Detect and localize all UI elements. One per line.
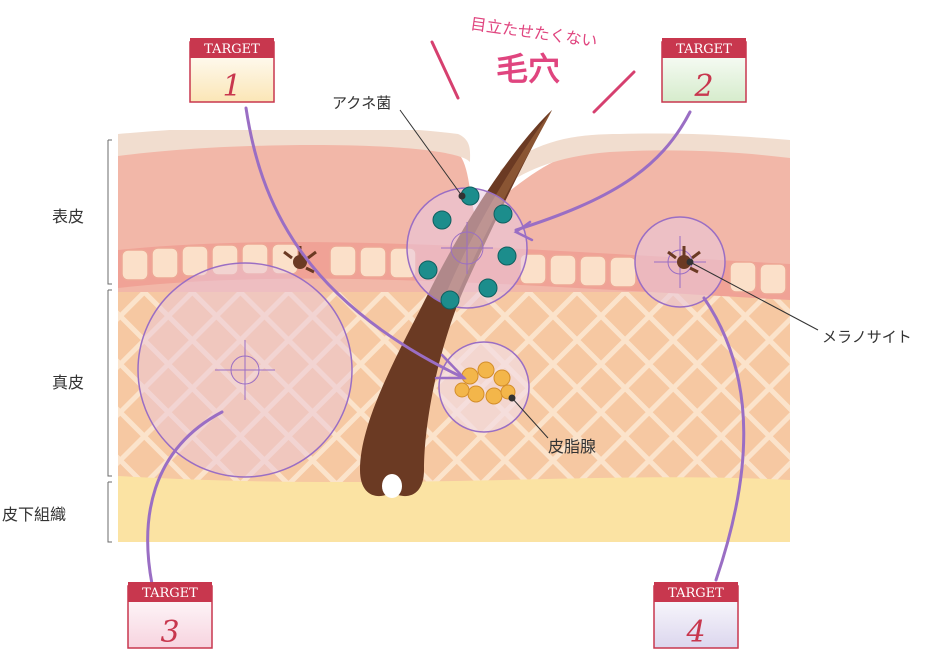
hair-bulb-papilla xyxy=(382,474,402,498)
target-badge-3: TARGET 3 xyxy=(128,582,212,650)
magnifier-target-4 xyxy=(635,217,725,307)
target-1-number: 1 xyxy=(222,69,241,104)
target-3-tag: TARGET xyxy=(142,586,198,601)
headline-main: 毛穴 xyxy=(496,50,560,88)
label-melanocyte: メラノサイト xyxy=(822,328,912,346)
label-sebaceous-gland: 皮脂腺 xyxy=(548,437,596,456)
target-2-number: 2 xyxy=(693,69,713,104)
layer-label-epidermis: 表皮 xyxy=(52,207,84,226)
layer-label-dermis: 真皮 xyxy=(52,373,84,392)
target-badge-2: TARGET 2 xyxy=(662,38,746,104)
target-badge-1: TARGET 1 xyxy=(190,38,274,104)
label-acne-bacteria: アクネ菌 xyxy=(332,94,391,112)
layer-brackets xyxy=(108,140,112,542)
target-3-number: 3 xyxy=(160,615,179,650)
target-2-tag: TARGET xyxy=(676,42,732,57)
target-4-number: 4 xyxy=(685,615,705,650)
target-4-tag: TARGET xyxy=(668,586,724,601)
magnifier-target-3 xyxy=(138,263,352,477)
headline-sub: 目立たせたくない xyxy=(469,14,598,51)
magnifier-target-1 xyxy=(439,342,529,432)
layer-label-subcutaneous: 皮下組織 xyxy=(2,505,66,524)
target-badge-4: TARGET 4 xyxy=(654,582,738,650)
target-1-tag: TARGET xyxy=(204,42,260,57)
